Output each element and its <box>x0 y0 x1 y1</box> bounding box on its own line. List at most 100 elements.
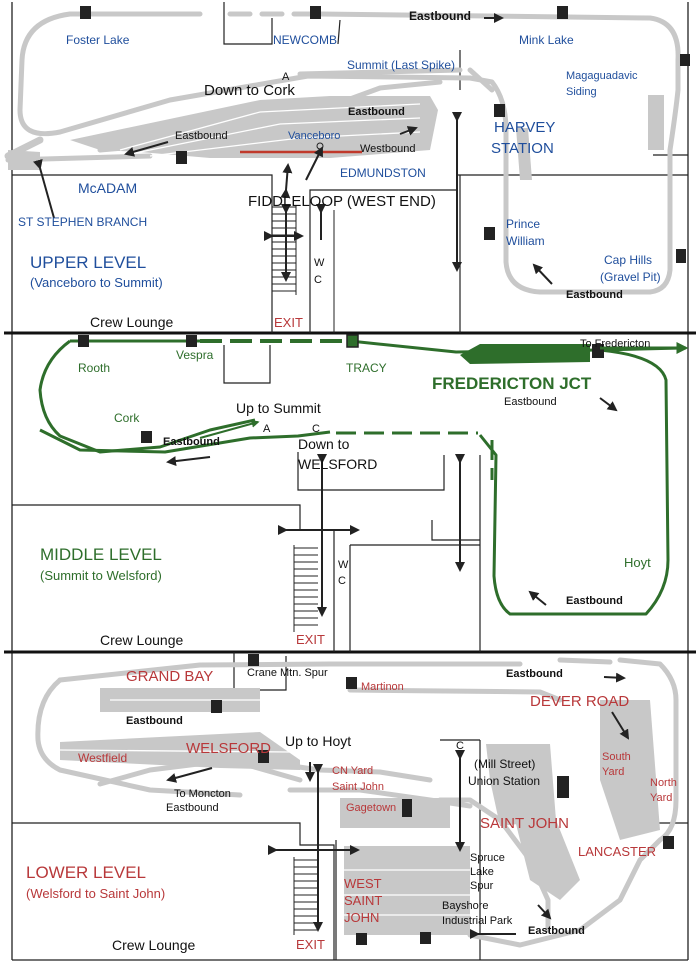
eastbound-right-middle: Eastbound <box>504 396 557 408</box>
exit-upper: EXIT <box>274 315 303 330</box>
west-label: WEST <box>344 876 382 891</box>
bayshore-label: Bayshore <box>442 900 489 912</box>
spur-label: Spur <box>470 880 494 892</box>
upper-stations <box>80 6 690 263</box>
eastbound-left-middle: Eastbound <box>163 436 220 448</box>
to-moncton-label: To Moncton <box>174 788 231 800</box>
lower-level-range: (Welsford to Saint John) <box>26 886 166 901</box>
fiddleloop-label: FIDDLELOOP (WEST END) <box>248 193 436 210</box>
middle-dashed-track-2 <box>336 431 494 480</box>
lower-yards <box>60 688 660 935</box>
edmundston-label: EDMUNDSTON <box>340 166 426 180</box>
upper-yards <box>8 95 664 180</box>
mink-lake-label: Mink Lake <box>519 33 574 47</box>
wc-w-upper: W <box>314 257 325 269</box>
crew-lounge-middle: Crew Lounge <box>100 632 184 648</box>
saint-label: SAINT <box>344 893 383 908</box>
grand-bay-label: GRAND BAY <box>126 668 214 685</box>
fredericton-yard <box>460 344 590 364</box>
eastbound-left-label: Eastbound <box>175 130 228 142</box>
cork-label: Cork <box>114 411 140 425</box>
a-mark-middle: A <box>263 423 271 435</box>
wc-c-middle: C <box>338 575 346 587</box>
fredericton-jct-label: FREDERICTON JCT <box>432 374 592 393</box>
middle-level-range: (Summit to Welsford) <box>40 568 162 583</box>
dever-road-label: DEVER ROAD <box>530 693 630 710</box>
eastbound-bottom-lower: Eastbound <box>528 925 585 937</box>
eastbound-moncton-label: Eastbound <box>166 802 219 814</box>
middle-arrows <box>166 397 618 617</box>
tracy-label: TRACY <box>346 361 387 375</box>
hoyt-label: Hoyt <box>624 555 651 570</box>
c-mark-lower: C <box>456 740 464 752</box>
middle-level-rooms <box>12 345 481 652</box>
to-fredericton-label: To Fredericton <box>580 338 651 350</box>
mcadam-label: McADAM <box>78 180 138 196</box>
upper-level-range: (Vanceboro to Summit) <box>30 275 163 290</box>
welsford-lower-label: WELSFORD <box>186 740 272 757</box>
cn-yard-label: CN Yard <box>332 765 374 777</box>
saint-john-label: SAINT JOHN <box>480 815 569 832</box>
gravel-pit-label: (Gravel Pit) <box>600 270 661 284</box>
eastbound-right-label: Eastbound <box>566 289 623 301</box>
william-label: William <box>506 234 545 248</box>
eastbound-top-label: Eastbound <box>409 9 471 23</box>
exit-middle: EXIT <box>296 632 325 647</box>
middle-level-title: MIDDLE LEVEL <box>40 545 162 564</box>
station-label: STATION <box>491 140 554 157</box>
siding-label: Siding <box>566 86 597 98</box>
industrial-park-label: Industrial Park <box>442 915 513 927</box>
gagetown-label: Gagetown <box>346 802 397 814</box>
st-stephen-branch-label: ST STEPHEN BRANCH <box>18 215 148 229</box>
summit-label: Summit (Last Spike) <box>347 58 456 72</box>
up-to-summit-arrow <box>199 419 260 439</box>
lower-stations <box>211 654 674 945</box>
lancaster-label: LANCASTER <box>578 844 657 859</box>
welsford-middle-label: WELSFORD <box>298 456 378 472</box>
vespra-label: Vespra <box>176 348 214 362</box>
c-mark-middle: C <box>312 423 320 435</box>
vanceboro-label: Vanceboro <box>288 130 341 142</box>
westbound-label: Westbound <box>360 143 416 155</box>
crane-mtn-spur-label: Crane Mtn. Spur <box>247 667 328 679</box>
upper-level-title: UPPER LEVEL <box>30 253 147 272</box>
lower-white-tracks <box>59 699 470 916</box>
up-to-hoyt-label: Up to Hoyt <box>285 733 352 749</box>
eastbound-left-lower: Eastbound <box>126 715 183 727</box>
saint-john-small-label: Saint John <box>332 781 384 793</box>
crew-lounge-lower: Crew Lounge <box>112 937 196 953</box>
down-to-label: Down to <box>298 436 350 452</box>
upper-white-tracks <box>119 103 421 157</box>
magaguadavic-label: Magaguadavic <box>566 70 638 82</box>
spruce-label: Spruce <box>470 852 505 864</box>
union-station-label: Union Station <box>468 774 541 788</box>
lower-arrows <box>166 672 630 939</box>
lower-level-title: LOWER LEVEL <box>26 863 146 882</box>
a-mark-upper: A <box>282 71 290 83</box>
wc-c-upper: C <box>314 274 322 286</box>
middle-stations <box>78 334 604 443</box>
martinon-label: Martinon <box>361 681 404 693</box>
north-yard-label: Yard <box>650 792 673 804</box>
foster-lake-label: Foster Lake <box>66 33 130 47</box>
south-yard-label: Yard <box>602 766 625 778</box>
westfield-label: Westfield <box>78 751 128 765</box>
down-to-cork-label: Down to Cork <box>204 82 295 99</box>
upper-arrows <box>33 13 553 285</box>
john-label: JOHN <box>344 910 380 925</box>
mill-street-label: (Mill Street) <box>474 757 536 771</box>
harvey-label: HARVEY <box>494 119 556 136</box>
up-to-summit-label: Up to Summit <box>236 400 321 416</box>
south-label: South <box>602 751 631 763</box>
rooth-label: Rooth <box>78 361 111 375</box>
eastbound-bottom-middle: Eastbound <box>566 595 623 607</box>
eastbound-top-lower: Eastbound <box>506 668 563 680</box>
exit-lower: EXIT <box>296 937 325 952</box>
crew-lounge-upper: Crew Lounge <box>90 314 174 330</box>
wc-w-middle: W <box>338 559 349 571</box>
lake-label: Lake <box>470 866 494 878</box>
cap-hills-label: Cap Hills <box>604 253 653 267</box>
newcomb-label: NEWCOMB <box>273 33 337 47</box>
